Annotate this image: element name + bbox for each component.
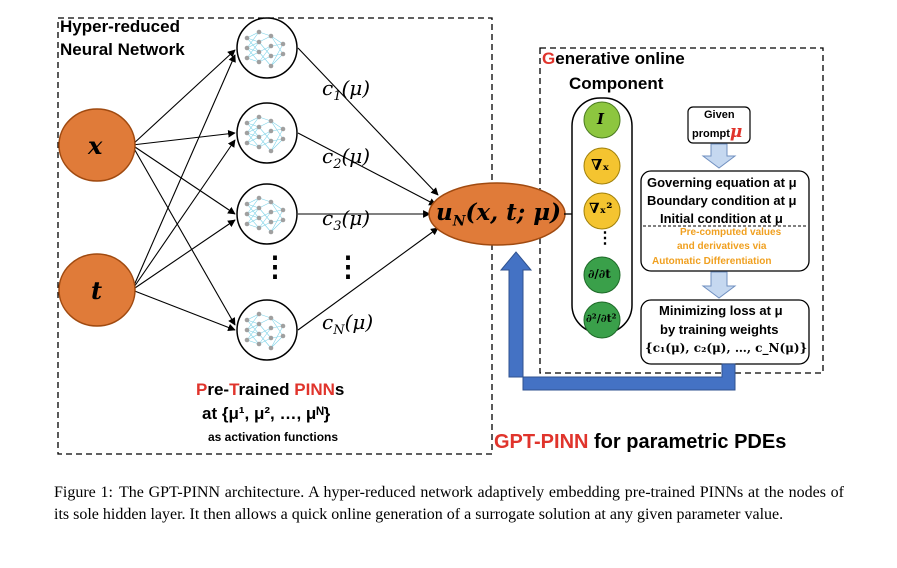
prompt-down-arrow [701,143,737,169]
generative-title-line1: Generative online [542,49,685,68]
operator-gradient2-label: ∇ₓ² [589,201,613,217]
output-label: uN(x, t; μ) [436,199,561,230]
condition-boundary: Boundary condition at μ [647,193,797,208]
weight-c3: c3(μ) [322,206,371,234]
loss-line1: Minimizing loss at μ [659,303,783,318]
input-t-label: t [91,276,103,305]
hidden-output-connections [297,47,439,331]
conditions-down-arrow [701,271,737,299]
pinn-node-3-icon [236,183,298,245]
operator-gradient-node [583,147,621,185]
operator-dt-node [583,256,621,294]
left-box-title-line1: Hyper-reduced [60,17,180,36]
loss-line3: {c₁(μ), c₂(μ), …, c_N(μ)} [645,341,808,355]
input-x-label: x [88,131,103,160]
pinn-node-n-icon [236,299,298,361]
generative-title-line2: Component [569,74,664,93]
input-node-t [58,253,136,327]
input-hidden-connections [131,49,236,332]
condition-governing: Governing equation at μ [647,175,797,190]
pretrained-title: Pre-Trained PINNs [196,380,345,399]
caption-text: The GPT-PINN architecture. A hyper-reduc… [54,484,845,523]
caption-label: Figure 1: [54,484,113,501]
prompt-line2: promptμ [692,122,743,142]
precomputed-line1: Pre-computed values [680,227,782,238]
left-box-title-line2: Neural Network [60,40,185,59]
operator-dt-label: ∂/∂t [588,267,611,281]
condition-initial: Initial condition at μ [660,211,783,226]
operator-gradient-label: ∇ₓ [591,156,610,174]
prompt-line1: Given [704,109,735,121]
weight-cn: cN(μ) [322,310,374,338]
operator-identity-label: I [597,110,605,128]
pretrained-activation: as activation functions [208,430,339,444]
prompt-box [687,106,751,144]
operator-dt2-node [583,301,621,339]
conditions-box [640,170,810,272]
hidden-vdots: ⋮ [261,250,289,283]
weight-c2: c2(μ) [322,144,371,172]
pinn-node-1-icon [236,17,298,79]
operator-gradient2-node [583,192,621,230]
gpt-pinn-architecture-figure [57,17,824,455]
operator-identity-node [583,101,621,139]
weight-c1: c1(μ) [322,76,371,104]
pretrained-params: at {μ¹, μ², …, μᴺ} [202,404,331,423]
input-node-x [58,108,136,182]
precomputed-line3: Automatic Differentiation [652,256,772,267]
gpt-pinn-title: GPT-PINN for parametric PDEs [494,431,787,453]
weight-vdots: ⋮ [334,250,362,283]
loss-line2: by training weights [660,322,779,337]
pinn-node-2-icon [236,102,298,164]
operator-dt2-label: ∂²/∂t² [586,312,617,325]
feedback-arrow [499,251,736,391]
figure-caption: Figure 1:The GPT-PINN architecture. A hy… [54,482,844,526]
precomputed-line2: and derivatives via [677,241,767,252]
operator-vdots: ⋮ [597,228,613,247]
